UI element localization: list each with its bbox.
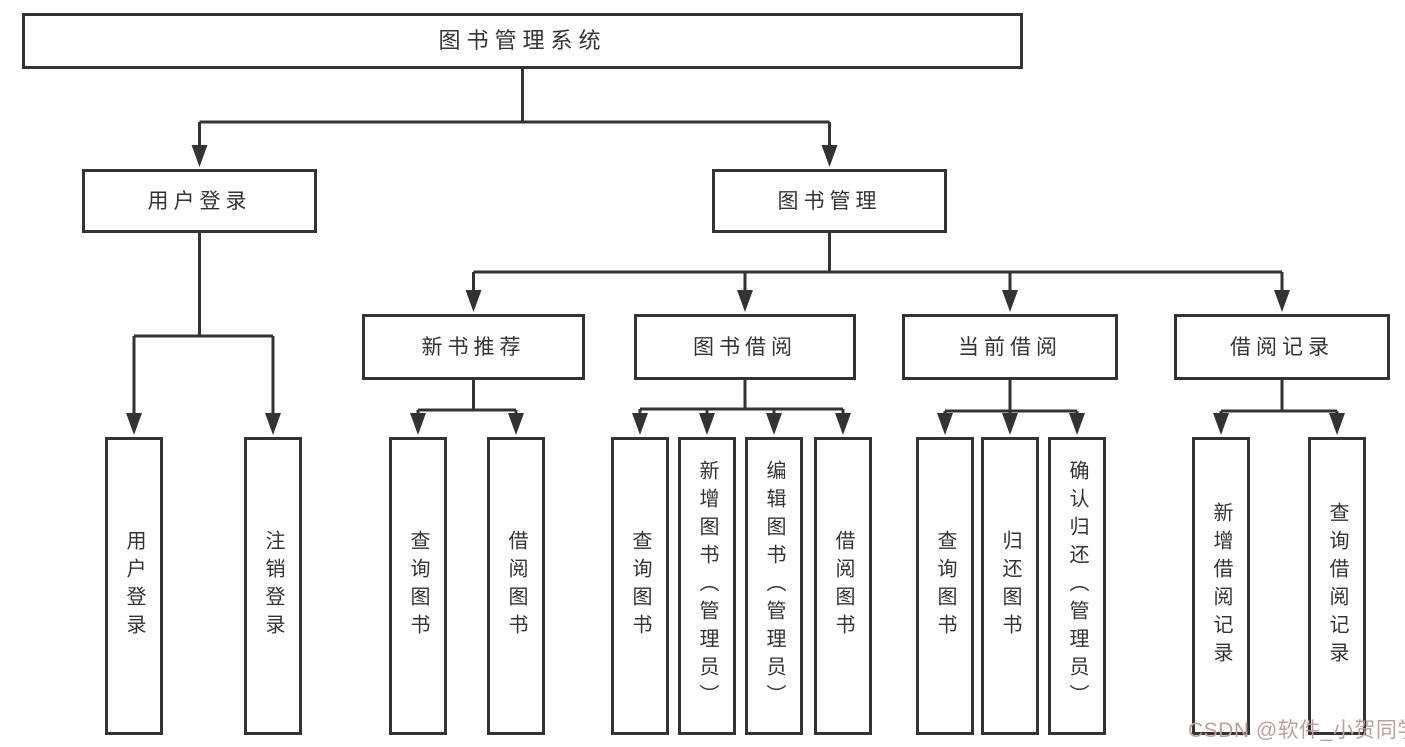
- leaf-add-books-admin: 新增图书（管理员）: [678, 437, 736, 735]
- leaf-borrow-books-label: 借阅图书: [832, 530, 854, 642]
- node-book-management-label: 图书管理: [777, 189, 882, 213]
- node-new-book-recommend-label: 新书推荐: [421, 335, 526, 359]
- leaf-query-borrow-record: 查询借阅记录: [1308, 437, 1366, 735]
- leaf-query-books-current-label: 查询图书: [934, 530, 956, 642]
- leaf-query-borrow-record-label: 查询借阅记录: [1326, 502, 1348, 670]
- leaf-edit-books-admin: 编辑图书（管理员）: [745, 437, 803, 735]
- leaf-borrow-books-recommend: 借阅图书: [487, 437, 545, 735]
- node-root-label: 图书管理系统: [438, 28, 607, 53]
- leaf-query-books-borrow-label: 查询图书: [629, 530, 651, 642]
- leaf-confirm-return-admin-label: 确认归还（管理员）: [1066, 460, 1088, 712]
- node-borrow-records: 借阅记录: [1174, 314, 1390, 380]
- leaf-edit-books-admin-label: 编辑图书（管理员）: [763, 460, 785, 712]
- node-user-login: 用户登录: [82, 169, 317, 233]
- leaf-user-login: 用户登录: [105, 437, 163, 735]
- leaf-borrow-books: 借阅图书: [814, 437, 872, 735]
- node-current-borrowing-label: 当前借阅: [958, 335, 1062, 359]
- leaf-borrow-books-recommend-label: 借阅图书: [505, 530, 527, 642]
- connector-lines: [132, 69, 1339, 415]
- node-user-login-label: 用户登录: [147, 189, 252, 213]
- leaf-logout: 注销登录: [244, 437, 302, 735]
- leaf-logout-label: 注销登录: [262, 530, 284, 642]
- leaf-add-borrow-record: 新增借阅记录: [1192, 437, 1250, 735]
- node-book-borrowing-label: 图书借阅: [693, 335, 797, 359]
- leaf-add-borrow-record-label: 新增借阅记录: [1210, 502, 1232, 670]
- leaf-user-login-label: 用户登录: [123, 530, 145, 642]
- connector-arrowheads: [126, 145, 1345, 435]
- leaf-return-books-label: 归还图书: [999, 530, 1021, 642]
- node-book-management: 图书管理: [712, 169, 947, 233]
- node-current-borrowing: 当前借阅: [902, 314, 1118, 380]
- leaf-query-books-recommend: 查询图书: [389, 437, 447, 735]
- node-new-book-recommend: 新书推荐: [362, 314, 585, 380]
- leaf-add-books-admin-label: 新增图书（管理员）: [696, 460, 718, 712]
- leaf-query-books-current: 查询图书: [916, 437, 974, 735]
- node-book-borrowing: 图书借阅: [634, 314, 856, 380]
- watermark-text: CSDN @软件_小贺同学: [1188, 719, 1405, 742]
- leaf-confirm-return-admin: 确认归还（管理员）: [1048, 437, 1106, 735]
- leaf-query-books-borrow: 查询图书: [611, 437, 669, 735]
- node-borrow-records-label: 借阅记录: [1230, 335, 1334, 359]
- leaf-query-books-recommend-label: 查询图书: [407, 530, 429, 642]
- node-root: 图书管理系统: [22, 13, 1023, 69]
- leaf-return-books: 归还图书: [981, 437, 1039, 735]
